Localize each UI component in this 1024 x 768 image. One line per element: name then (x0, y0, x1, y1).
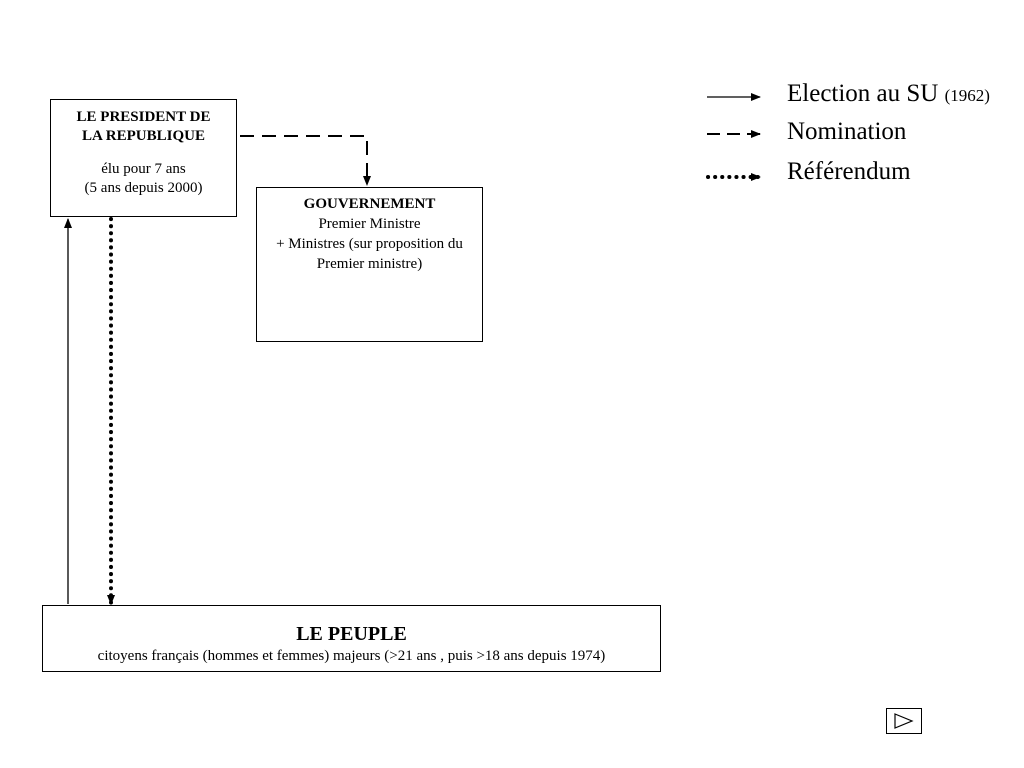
legend-election-label: Election au SU (787, 80, 939, 107)
peuple-box: LE PEUPLE citoyens français (hommes et f… (42, 605, 661, 672)
legend-election-year: (1962) (944, 86, 990, 105)
gouvernement-line3: Premier ministre) (316, 256, 423, 272)
legend-referendum-label: Référendum (787, 158, 911, 185)
president-title-line1: LE PRESIDENT DE (76, 109, 211, 125)
president-term-line2: (5 ans depuis 2000) (84, 180, 203, 196)
gouvernement-box: GOUVERNEMENT Premier Ministre + Ministre… (256, 187, 483, 342)
next-slide-button[interactable] (886, 708, 922, 734)
gouvernement-line1: Premier Ministre (318, 216, 421, 232)
legend-election: Election au SU (1962) (787, 79, 990, 111)
nomination-arrow (240, 135, 371, 186)
peuple-subtitle: citoyens français (hommes et femmes) maj… (97, 648, 606, 664)
play-triangle-icon (894, 713, 914, 729)
peuple-title: LE PEUPLE (296, 623, 407, 645)
legend-nomination-label: Nomination (787, 118, 907, 145)
legend-nomination: Nomination (787, 117, 906, 147)
president-box: LE PRESIDENT DE LA REPUBLIQUE élu pour 7… (50, 99, 237, 217)
gouvernement-title: GOUVERNEMENT (303, 196, 436, 212)
gouvernement-line2: + Ministres (sur proposition du (276, 236, 463, 252)
legend-referendum: Référendum (787, 157, 911, 187)
president-title-line2: LA REPUBLIQUE (82, 128, 205, 144)
president-term-line1: élu pour 7 ans (101, 161, 186, 177)
